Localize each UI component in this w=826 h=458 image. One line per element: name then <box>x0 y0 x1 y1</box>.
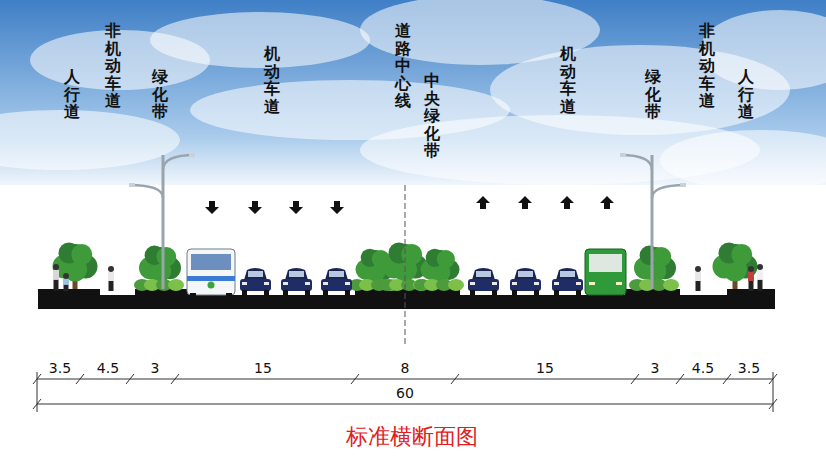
car <box>281 268 312 295</box>
tree <box>134 246 184 291</box>
dimension-line <box>37 404 773 405</box>
section-label: 中央绿化带 <box>424 72 440 160</box>
pedestrian <box>53 264 59 291</box>
section-label: 机动车道 <box>264 45 280 115</box>
dimension-value: 4.5 <box>97 361 119 375</box>
pedestrian <box>757 264 763 291</box>
section-label: 非机动车道 <box>105 22 121 110</box>
cloud <box>150 12 370 68</box>
cloud <box>700 10 826 90</box>
direction-arrow <box>518 196 532 209</box>
dimension-value: 3 <box>651 361 660 375</box>
dimension-tick <box>76 374 84 384</box>
dimension-value: 15 <box>254 361 272 375</box>
direction-arrow <box>248 201 262 214</box>
centre-line <box>405 185 406 345</box>
direction-arrow <box>330 201 344 214</box>
section-label: 道路中心线 <box>395 22 411 110</box>
ground-background <box>0 185 826 458</box>
direction-arrow <box>289 201 303 214</box>
section-label: 绿化带 <box>152 68 168 121</box>
direction-arrow <box>476 196 490 209</box>
dimension-tick <box>676 374 684 384</box>
section-label: 机动车道 <box>560 45 576 115</box>
dimension-value: 3.5 <box>738 361 760 375</box>
dimension-value: 4.5 <box>692 361 714 375</box>
direction-arrow <box>205 201 219 214</box>
tree <box>414 249 464 291</box>
dimension-value: 3 <box>151 361 160 375</box>
pedestrian <box>63 273 69 291</box>
car <box>468 268 499 295</box>
bus <box>585 249 626 295</box>
direction-arrow <box>560 196 574 209</box>
street-lamp <box>129 153 195 289</box>
pedestrian <box>695 266 701 291</box>
direction-arrow <box>600 196 614 209</box>
kerb <box>38 289 100 296</box>
pedestrian <box>108 266 114 291</box>
road-base <box>38 295 775 309</box>
street-lamp <box>620 153 686 289</box>
car <box>552 268 583 295</box>
dimension-tick <box>126 374 134 384</box>
section-label: 人行道 <box>64 68 80 121</box>
section-label: 人行道 <box>738 68 754 121</box>
bus <box>187 249 235 296</box>
section-label: 非机动车道 <box>699 22 715 110</box>
car <box>240 268 271 295</box>
dimension-tick <box>451 374 459 384</box>
dimension-tick <box>351 374 359 384</box>
pedestrian <box>748 266 754 291</box>
dimension-value: 8 <box>401 361 410 375</box>
figure-caption: 标准横断面图 <box>346 426 478 448</box>
cloud <box>660 130 826 190</box>
tree <box>629 246 679 291</box>
car <box>321 268 352 295</box>
car <box>510 268 541 295</box>
extension-line <box>773 372 774 412</box>
tree <box>53 243 98 290</box>
section-label: 绿化带 <box>645 68 661 121</box>
dimension-tick <box>723 374 731 384</box>
extension-line <box>37 372 38 412</box>
dimension-tick <box>631 374 639 384</box>
dimension-tick <box>171 374 179 384</box>
dimension-value: 60 <box>396 386 414 400</box>
dimension-value: 15 <box>536 361 554 375</box>
dimension-value: 3.5 <box>49 361 71 375</box>
dimension-line <box>37 379 773 380</box>
